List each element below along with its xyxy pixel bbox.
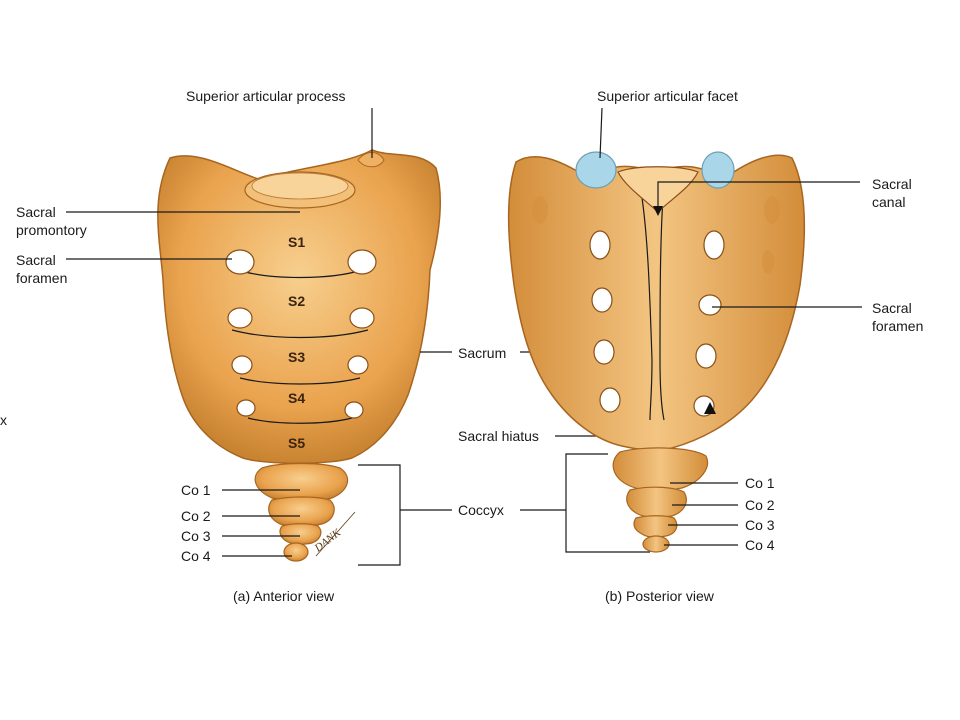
label-sacral-promontory-line1: Sacral <box>16 204 56 220</box>
label-co2-anterior: Co 2 <box>181 508 211 524</box>
leader-sacral-canal <box>657 181 860 210</box>
label-sacral-foramen-posterior-line2: foramen <box>872 318 923 334</box>
bracket-coccyx-posterior <box>565 453 650 553</box>
label-sacral-foramen-anterior-line2: foramen <box>16 270 67 286</box>
segment-label-s3: S3 <box>288 349 305 365</box>
label-co3-anterior: Co 3 <box>181 528 211 544</box>
label-sacral-canal-line1: Sacral <box>872 176 912 192</box>
label-superior-articular-facet: Superior articular facet <box>597 88 738 104</box>
arrow-sacral-canal <box>653 206 663 216</box>
segment-label-s4: S4 <box>288 390 305 406</box>
label-superior-articular-process: Superior articular process <box>186 88 346 104</box>
label-co1-posterior: Co 1 <box>745 475 775 491</box>
label-co4-posterior: Co 4 <box>745 537 775 553</box>
segment-label-s5: S5 <box>288 435 305 451</box>
label-sacral-foramen-anterior-line1: Sacral <box>16 252 56 268</box>
label-co1-anterior: Co 1 <box>181 482 211 498</box>
posterior-sacrum-illustration <box>507 151 806 553</box>
label-coccyx: Coccyx <box>458 502 504 518</box>
caption-posterior-view: (b) Posterior view <box>605 588 715 604</box>
label-sacral-hiatus: Sacral hiatus <box>458 428 539 444</box>
label-sacral-promontory-line2: promontory <box>16 222 87 238</box>
edge-fragment-text: x <box>0 412 7 428</box>
segment-label-s2: S2 <box>288 293 305 309</box>
label-sacral-foramen-posterior-line1: Sacral <box>872 300 912 316</box>
label-sacrum: Sacrum <box>458 345 506 361</box>
label-sacral-canal-line2: canal <box>872 194 905 210</box>
label-co2-posterior: Co 2 <box>745 497 775 513</box>
caption-anterior-view: (a) Anterior view <box>233 588 335 604</box>
bracket-coccyx-anterior <box>358 464 401 566</box>
leader-superior-articular-facet <box>599 107 603 159</box>
label-co4-anterior: Co 4 <box>181 548 211 564</box>
segment-label-s1: S1 <box>288 234 305 250</box>
label-co3-posterior: Co 3 <box>745 517 775 533</box>
anterior-sacrum-illustration <box>157 149 441 562</box>
